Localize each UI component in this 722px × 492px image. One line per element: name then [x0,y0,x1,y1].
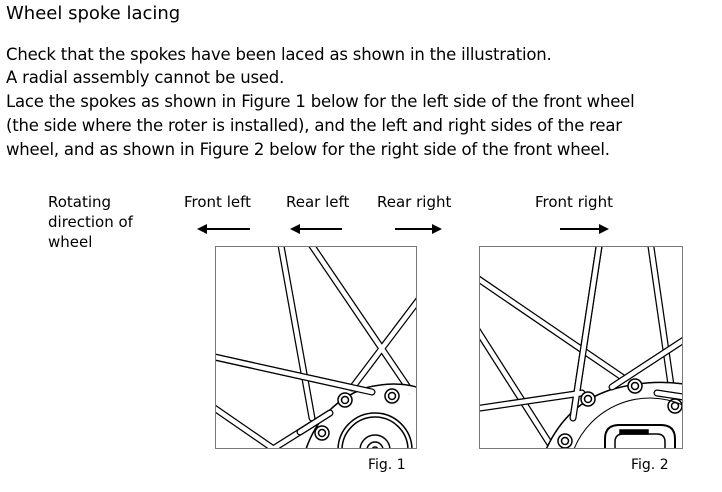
figure-2-frame [479,246,683,449]
instruction-line: wheel, and as shown in Figure 2 below fo… [6,140,610,159]
figure-2 [479,246,683,449]
instruction-line: (the side where the roter is installed),… [6,116,622,135]
rotating-direction-label: Rotating [48,193,112,211]
figure-1 [215,246,417,449]
instruction-line: A radial assembly cannot be used. [6,68,285,87]
instruction-line: Lace the spokes as shown in Figure 1 bel… [6,92,635,111]
rotating-direction-label: direction of [48,213,133,231]
instruction-line: Check that the spokes have been laced as… [6,45,552,64]
page-title: Wheel spoke lacing [6,3,181,24]
rotating-direction-label: wheel [48,233,93,251]
front-left-label: Front left [184,193,252,211]
fig2-caption: Fig. 2 [631,457,669,473]
figure-1-frame [215,246,417,449]
rear-left-label: Rear left [286,193,350,211]
front-right-label: Front right [535,193,613,211]
rear-right-label: Rear right [377,193,452,211]
fig1-caption: Fig. 1 [368,457,406,473]
